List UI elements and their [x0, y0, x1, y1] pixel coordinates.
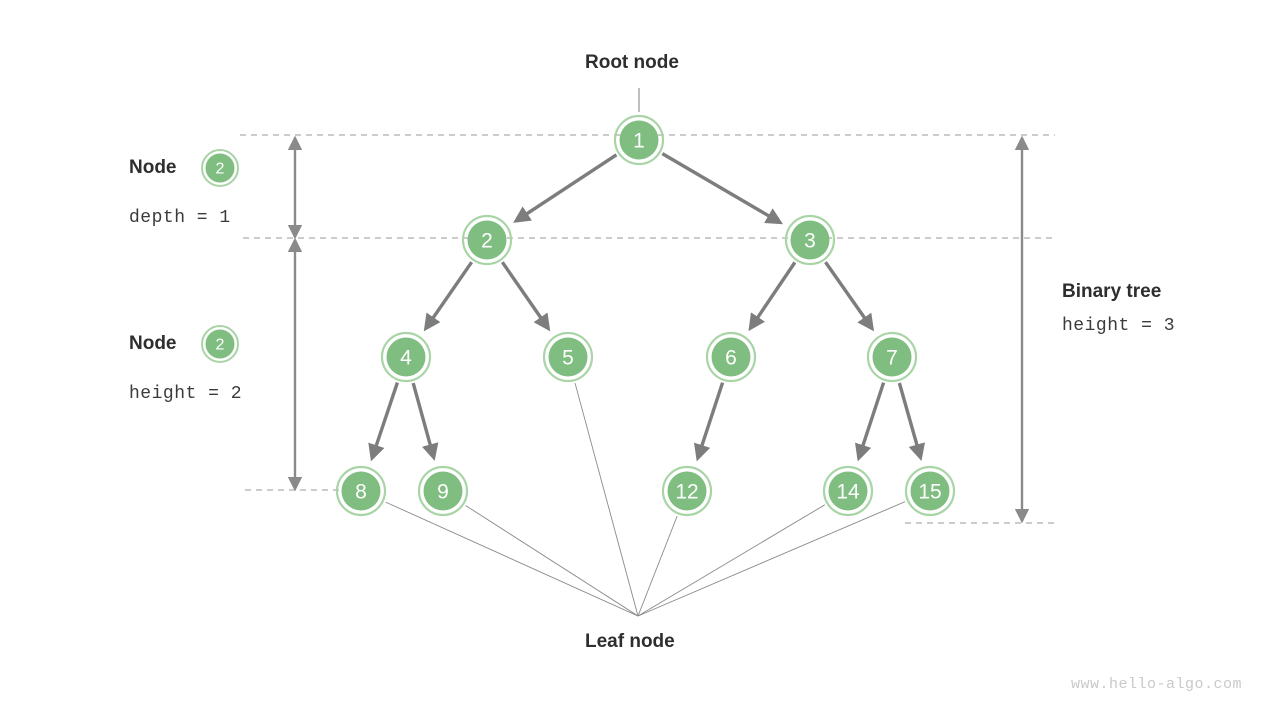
leaf-pointer-n8 — [385, 501, 639, 617]
badge-value: 2 — [216, 161, 225, 178]
node-ring — [461, 214, 513, 266]
node-ring — [784, 214, 836, 266]
tree-node-4[interactable]: 4 — [380, 331, 432, 383]
dashed-guide-lines — [240, 134, 1055, 524]
edge-n6-n12 — [693, 382, 725, 462]
node-ring — [417, 465, 469, 517]
badge-body — [205, 329, 235, 359]
tree-node-3[interactable]: 3 — [784, 214, 836, 266]
node-body — [619, 120, 659, 160]
node-value: 5 — [562, 347, 574, 370]
node-body — [790, 220, 830, 260]
node-value: 2 — [481, 230, 493, 253]
tree-node-15[interactable]: 15 — [904, 465, 956, 517]
binary-tree-height-value: height = 3 — [1062, 316, 1176, 336]
node-height-value: height = 2 — [129, 384, 243, 404]
node-value: 8 — [355, 481, 367, 504]
node-value: 4 — [400, 347, 412, 370]
node-ring — [661, 465, 713, 517]
node-body — [872, 337, 912, 377]
leaf-pointer-n12 — [637, 515, 678, 617]
node-body — [386, 337, 426, 377]
tree-edges — [368, 152, 926, 462]
badge-value: 2 — [216, 337, 225, 354]
tree-node-9[interactable]: 9 — [417, 465, 469, 517]
edge-n2-n4 — [423, 261, 474, 332]
leaf-pointer-n9 — [465, 505, 639, 617]
edge-n1-n3 — [661, 152, 784, 225]
node-value: 14 — [836, 481, 860, 504]
measure-arrows — [287, 135, 1030, 524]
tree-node-8[interactable]: 8 — [335, 465, 387, 517]
edge-n3-n7 — [824, 261, 875, 332]
node-ring — [705, 331, 757, 383]
node-body — [423, 471, 463, 511]
node-value: 9 — [437, 481, 449, 504]
node-depth-label: Node — [129, 157, 177, 178]
edge-n7-n14 — [854, 382, 886, 462]
node-ring — [380, 331, 432, 383]
badge-body — [205, 153, 235, 183]
node-ring — [866, 331, 918, 383]
leaf-pointer-lines — [385, 382, 906, 617]
leaf-pointer-n14 — [637, 504, 826, 617]
tree-node-14[interactable]: 14 — [822, 465, 874, 517]
node-body — [667, 471, 707, 511]
edge-n3-n6 — [748, 261, 797, 332]
node-ring — [904, 465, 956, 517]
node-body — [828, 471, 868, 511]
node-value: 7 — [886, 347, 898, 370]
node-value: 15 — [918, 481, 941, 504]
node-value: 6 — [725, 347, 737, 370]
node-ring — [542, 331, 594, 383]
annotation-badges: 22 — [201, 149, 239, 363]
node-body — [341, 471, 381, 511]
node-body — [548, 337, 588, 377]
node-value: 3 — [804, 230, 816, 253]
tree-node-12[interactable]: 12 — [661, 465, 713, 517]
tree-node-5[interactable]: 5 — [542, 331, 594, 383]
edge-n4-n8 — [368, 382, 400, 462]
node-body — [711, 337, 751, 377]
edge-n1-n2 — [513, 153, 618, 223]
node-value: 1 — [633, 130, 645, 153]
edge-n7-n15 — [897, 382, 926, 461]
leaf-node-label: Leaf node — [585, 631, 675, 652]
leaf-pointer-n5 — [574, 382, 639, 617]
binary-tree-label: Binary tree — [1062, 281, 1162, 302]
node-ring — [822, 465, 874, 517]
node-value: 12 — [675, 481, 698, 504]
tree-node-1[interactable]: 1 — [613, 114, 665, 166]
site-watermark: www.hello-algo.com — [1071, 676, 1243, 693]
node-height-label: Node — [129, 333, 177, 354]
root-node-label: Root node — [585, 52, 679, 73]
edge-n4-n9 — [411, 382, 439, 461]
node-depth-value: depth = 1 — [129, 208, 231, 228]
tree-node-7[interactable]: 7 — [866, 331, 918, 383]
node-body — [467, 220, 507, 260]
node-ring — [335, 465, 387, 517]
annotation-badge-1: 2 — [201, 325, 239, 363]
edge-n2-n5 — [500, 261, 551, 332]
badge-ring — [201, 325, 239, 363]
leaf-pointer-n15 — [637, 501, 906, 617]
badge-ring — [201, 149, 239, 187]
node-body — [910, 471, 950, 511]
annotation-badge-0: 2 — [201, 149, 239, 187]
tree-node-6[interactable]: 6 — [705, 331, 757, 383]
node-ring — [613, 114, 665, 166]
tree-node-2[interactable]: 2 — [461, 214, 513, 266]
